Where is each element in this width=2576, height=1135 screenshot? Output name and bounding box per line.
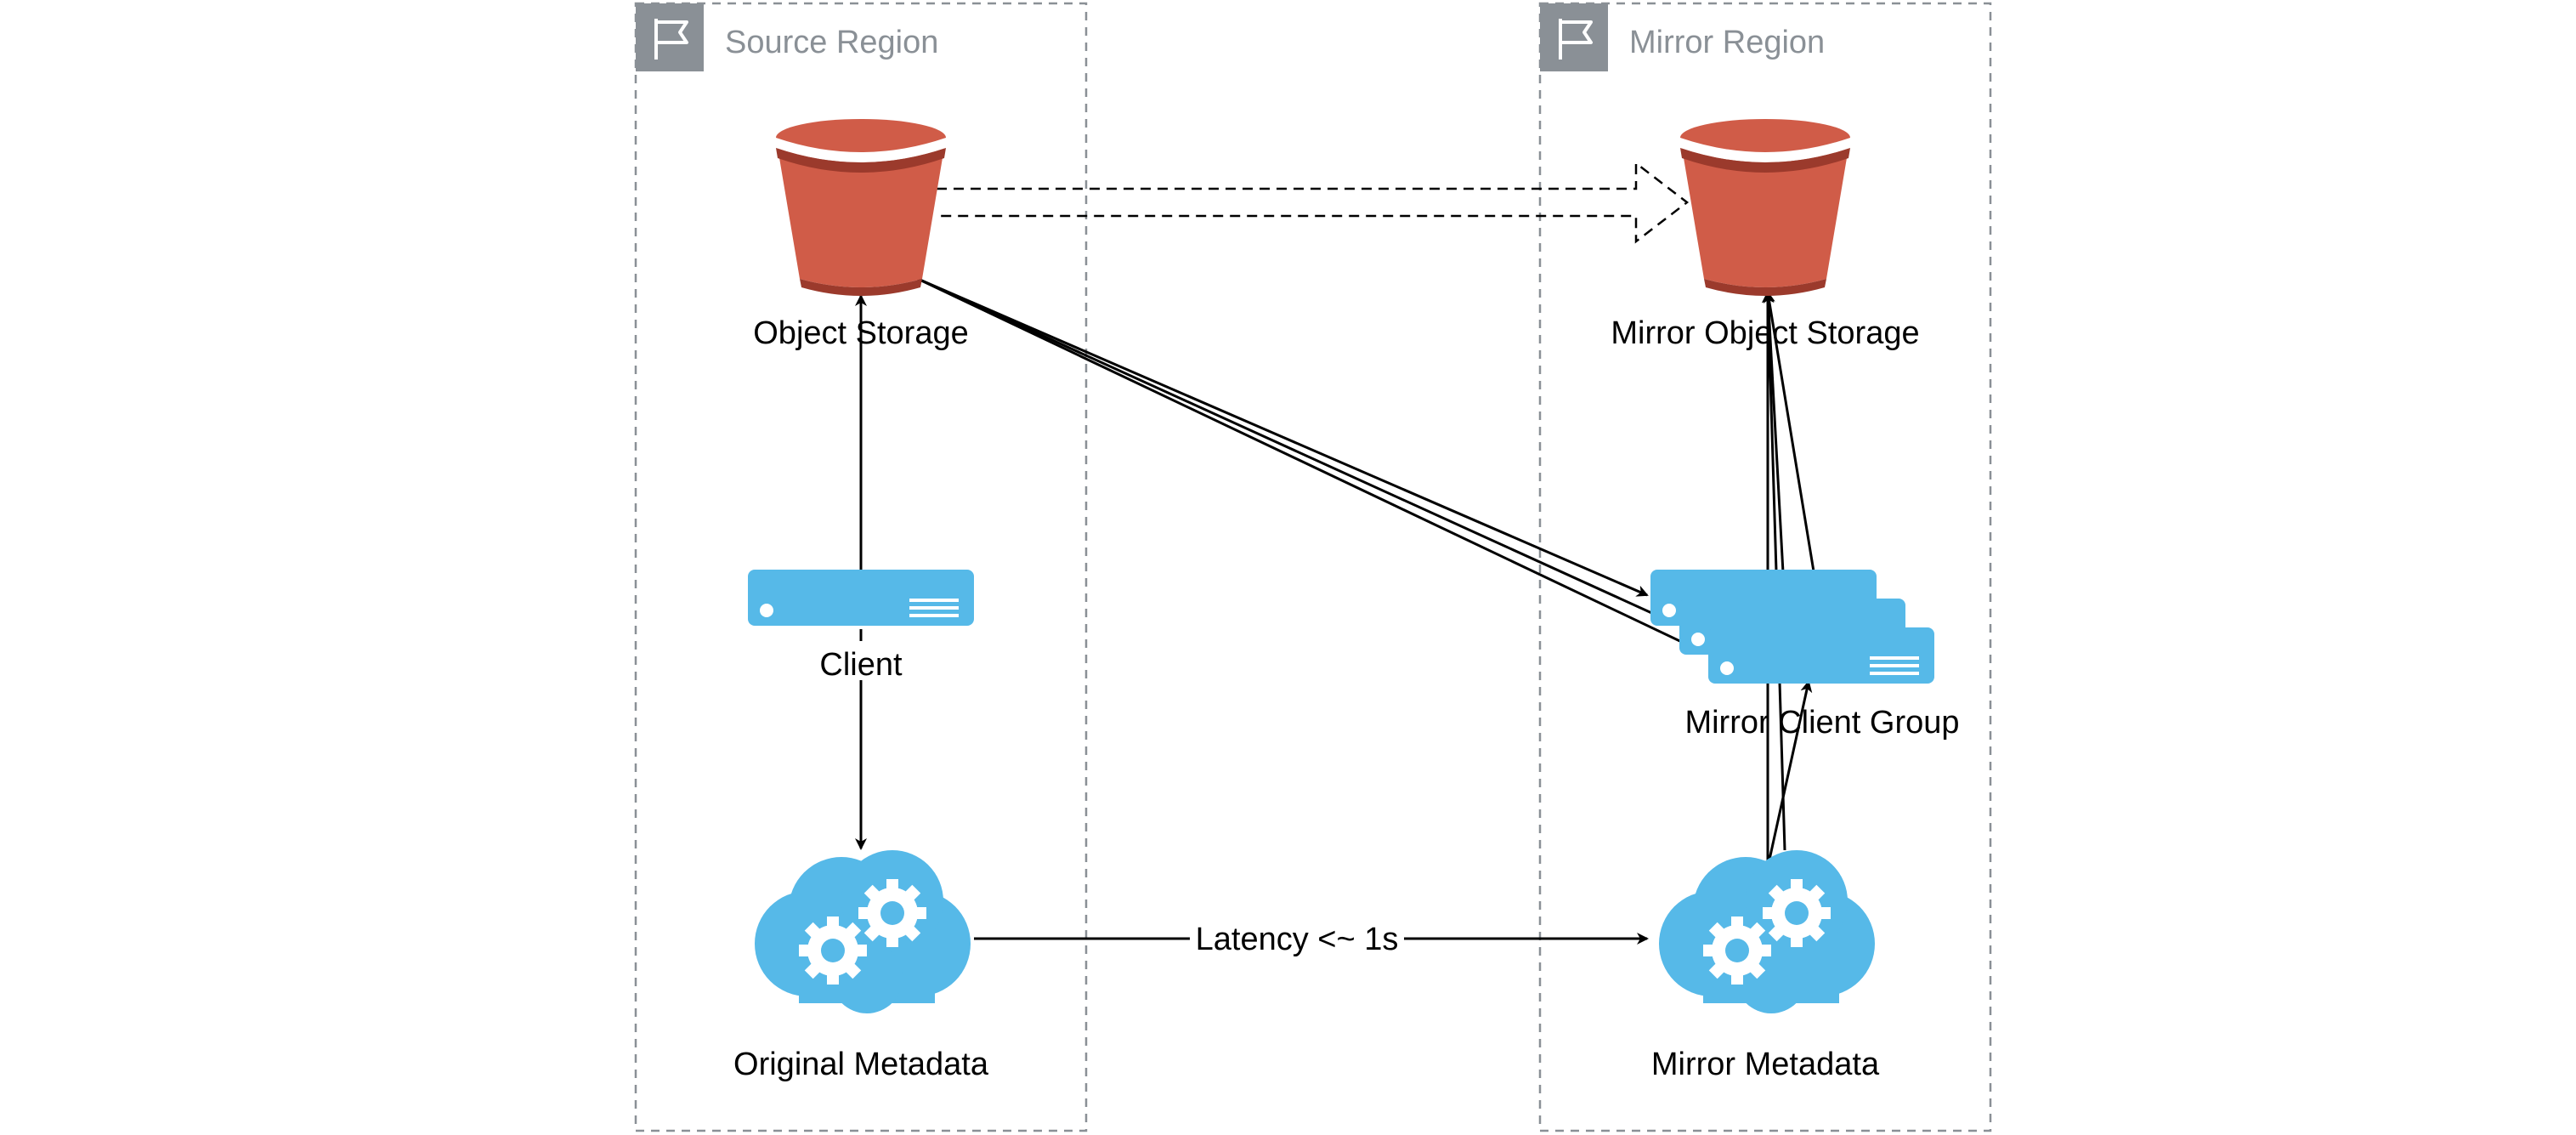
metadata-sync-label: Latency <~ 1s	[1196, 922, 1399, 957]
mirror-object-storage-node[interactable]	[1680, 119, 1850, 296]
client-label: Client	[819, 647, 903, 683]
cloud-gears-icon	[755, 850, 971, 1013]
mirror-region-border	[1538, 2, 1992, 1132]
mirror-metadata-node[interactable]	[1659, 850, 1875, 1013]
flag-icon	[636, 3, 704, 71]
mirror-client-group-node[interactable]	[1650, 570, 1934, 684]
flag-icon	[1540, 3, 1608, 71]
source-region-label: Source Region	[725, 25, 938, 60]
server-icon	[748, 570, 974, 626]
original-metadata-label: Original Metadata	[733, 1047, 989, 1082]
original-metadata-node[interactable]	[755, 850, 971, 1013]
object-storage-node[interactable]	[776, 119, 946, 296]
bucket-icon	[1680, 119, 1850, 296]
object-storage-label: Object Storage	[753, 315, 968, 351]
object-storage-to-mirror-clients-edges	[917, 277, 1707, 655]
mirror-metadata-label: Mirror Metadata	[1651, 1047, 1880, 1082]
mirror-region: Mirror Region	[1538, 2, 1992, 1132]
mirror-object-storage-label: Mirror Object Storage	[1611, 315, 1919, 351]
client-node[interactable]	[748, 570, 974, 626]
cloud-gears-icon	[1659, 850, 1875, 1013]
server-stack-icon	[1650, 570, 1934, 684]
metadata-sync-label-bg	[1190, 920, 1404, 959]
mirror-client-group-label: Mirror Client Group	[1684, 705, 1959, 741]
replication-arrow	[937, 161, 1690, 244]
source-region-border	[634, 2, 1088, 1132]
client-label-bg	[812, 641, 910, 680]
source-region: Source Region	[634, 2, 1088, 1132]
bucket-icon	[776, 119, 946, 296]
mirror-region-label: Mirror Region	[1629, 25, 1825, 60]
